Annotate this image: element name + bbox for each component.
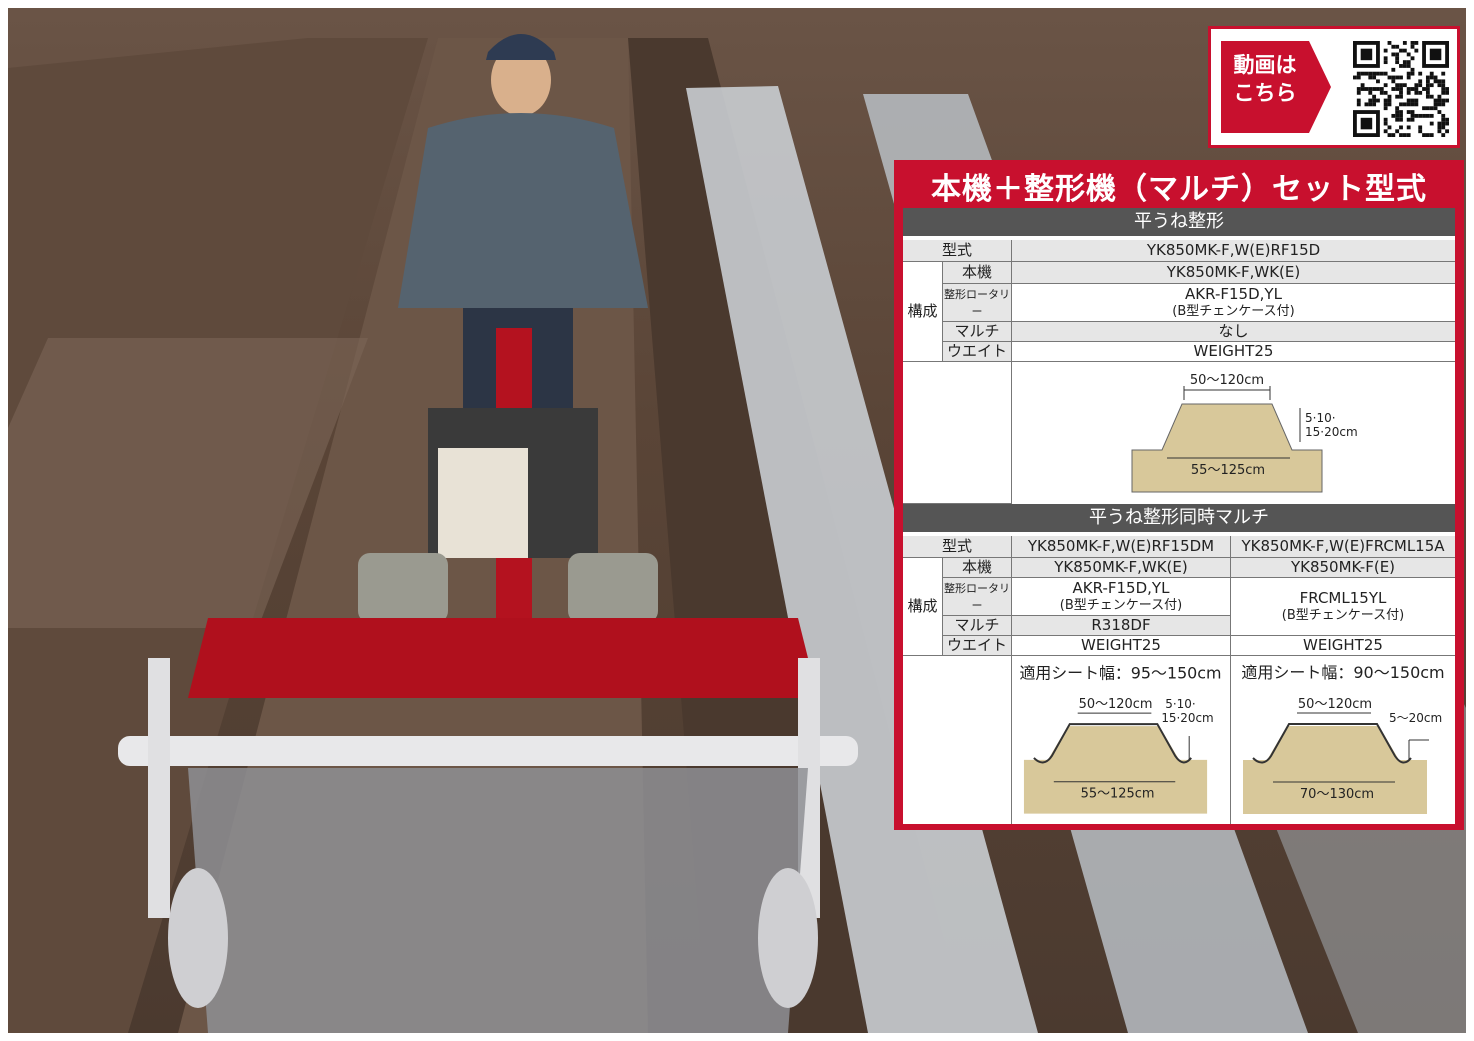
s2-rotary-cell-a: AKR-F15D,YL (B型チェンケース付) [1012,578,1231,616]
s2-model-b: YK850MK-F,W(E)FRCML15A [1231,536,1455,558]
s1-top-width: 50〜120cm [1190,373,1264,388]
s1-height2: 15·20cm [1305,425,1358,439]
s2-row-value-a: YK850MK-F,WK(E) [1012,558,1231,578]
s1-row-label: 本機 [943,262,1012,284]
s2-rotary-note-a: (B型チェンケース付) [1059,597,1183,613]
arrow-tag-icon [1221,41,1331,133]
ridge-mulch-diagram-a: 適用シート幅：95〜150cm 50〜120cm 55〜125cm 5·10· … [1019,663,1222,814]
s2a-top-width: 50〜120cm [1079,697,1153,712]
s1-row-label: マルチ [943,322,1012,342]
ridge-diagram: 50〜120cm 55〜125cm 5·10· 15·20cm [1131,373,1358,493]
video-label: 動画は こちら [1225,51,1305,107]
s2-rotary-value-b: FRCML15YL [1299,588,1387,607]
s2-row-label: 整形ロータリー [943,578,1012,616]
s2-weight-b: WEIGHT25 [1231,636,1455,656]
s2a-sheet-width: 適用シート幅：95〜150cm [1019,663,1221,682]
video-label-line1: 動画は [1233,53,1297,77]
s2b-bottom-width: 70〜130cm [1300,787,1374,802]
s1-rotary-note: (B型チェンケース付) [1172,303,1295,319]
s2-row-value-a: R318DF [1012,616,1231,636]
qr-code-icon[interactable] [1353,41,1449,137]
section2-title: 平うね整形同時マルチ [903,504,1455,532]
spec-panel: 本機＋整形機（マルチ）セット型式 平うね整形 型式 YK850MK-F,W(E)… [894,160,1464,830]
s2-diagram-a: 適用シート幅：95〜150cm 50〜120cm 55〜125cm 5·10· … [1012,656,1231,824]
s1-ridge-diagram: 50〜120cm 55〜125cm 5·10· 15·20cm [1012,362,1455,504]
s2-model-label: 型式 [903,536,1012,558]
s2-composition-label: 構成 [903,558,943,656]
s1-model: YK850MK-F,W(E)RF15D [1012,240,1455,262]
s1-row-value: なし [1012,322,1455,342]
s1-row-value: YK850MK-F,WK(E) [1012,262,1455,284]
s2a-height2: 15·20cm [1161,711,1213,725]
s1-rotary-cell: AKR-F15D,YL (B型チェンケース付) [1012,284,1455,322]
s2-row-label: 本機 [943,558,1012,578]
s2-diagram-spacer [903,656,1012,824]
s2-main-b: YK850MK-F(E) [1231,558,1455,578]
s2-rotary-cell-b: FRCML15YL (B型チェンケース付) [1231,578,1455,636]
s1-bottom-width: 55〜125cm [1191,463,1265,478]
s2b-height: 5〜20cm [1389,711,1442,725]
s1-row-value: WEIGHT25 [1012,342,1455,362]
s1-row-label: ウエイト [943,342,1012,362]
video-label-line2: こちら [1233,81,1297,105]
s1-diagram-spacer [903,362,1012,504]
s2a-height: 5·10· [1165,697,1195,711]
video-qr-callout[interactable]: 動画は こちら [1208,26,1460,148]
s1-rotary-value: AKR-F15D,YL [1185,284,1282,303]
spec-table: 平うね整形 型式 YK850MK-F,W(E)RF15D 構成 本機 YK850… [903,208,1455,824]
panel-title: 本機＋整形機（マルチ）セット型式 [931,172,1427,207]
s2-row-label: マルチ [943,616,1012,636]
s2b-sheet-width: 適用シート幅：90〜150cm [1241,663,1444,682]
s1-composition-label: 構成 [903,262,943,362]
s2-model-a: YK850MK-F,W(E)RF15DM [1012,536,1231,558]
ridge-mulch-diagram-b: 適用シート幅：90〜150cm 50〜120cm 70〜130cm 5〜20cm [1241,663,1445,814]
s2a-bottom-width: 55〜125cm [1081,787,1155,802]
s2b-top-width: 50〜120cm [1298,697,1372,712]
s2-rotary-value-a: AKR-F15D,YL [1072,578,1170,597]
s2-row-value-a: WEIGHT25 [1012,636,1231,656]
section1-title: 平うね整形 [903,208,1455,236]
s2-diagram-b: 適用シート幅：90〜150cm 50〜120cm 70〜130cm 5〜20cm [1231,656,1455,824]
s1-height: 5·10· [1305,411,1336,425]
s1-row-label: 整形ロータリー [943,284,1012,322]
s2-rotary-note-b: (B型チェンケース付) [1281,607,1405,623]
s2-row-label: ウエイト [943,636,1012,656]
s1-model-label: 型式 [903,240,1012,262]
